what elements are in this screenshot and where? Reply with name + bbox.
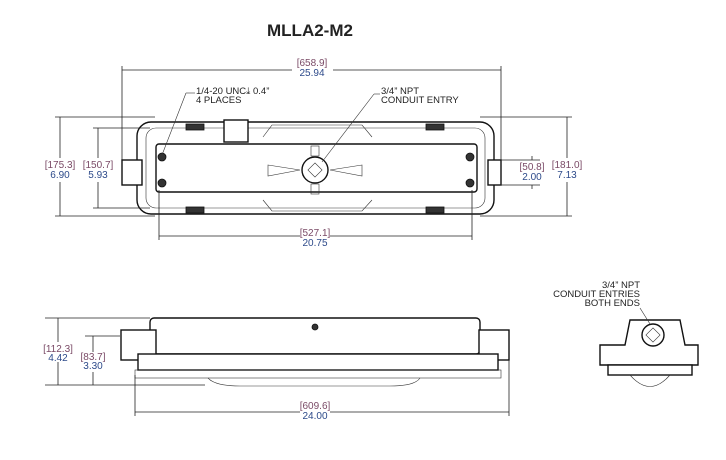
mount-note-line2: 4 PLACES (196, 95, 241, 106)
top-view: [658.9] 25.94 1/4-20 UNC⤓ 0.4” 4 PLACES … (45, 58, 583, 249)
end-note-line3: BOTH ENDS (585, 298, 640, 309)
end-note-line2: CONDUIT ENTRIES (553, 289, 640, 300)
conduit-note-line2: CONDUIT ENTRY (381, 95, 459, 106)
mount-spacing-mm: [527.1] (300, 228, 331, 239)
overall-width-mm: [175.3] (45, 160, 76, 171)
conduit-note-line1: 3/4” NPT (381, 86, 419, 97)
overall-height-mm: [112.3] (43, 344, 73, 355)
body-height-in: 3.30 (83, 361, 103, 372)
overall-width-in: 6.90 (50, 170, 70, 181)
bracket-width-mm: [181.0] (552, 160, 583, 171)
end-note-line1: 3/4” NPT (602, 280, 640, 291)
side-length-in: 24.00 (302, 411, 327, 422)
end-view: 3/4” NPT CONDUIT ENTRIES BOTH ENDS (553, 280, 699, 387)
mount-width-in: 2.00 (522, 172, 542, 183)
mount-spacing-in: 20.75 (302, 238, 327, 249)
side-view: [112.3] 4.42 [83.7] 3.30 [609.6] 24.00 (43, 317, 510, 422)
drawing-title: MLLA2-M2 (267, 21, 353, 40)
side-length-mm: [609.6] (300, 401, 331, 412)
overall-length-mm: [658.9] (297, 58, 328, 69)
body-height-mm: [83.7] (80, 352, 105, 363)
bracket-width-in: 7.13 (557, 170, 577, 181)
mount-width-mm: [50.8] (519, 162, 544, 173)
overall-height-in: 4.42 (48, 353, 68, 364)
overall-length-in: 25.94 (299, 68, 324, 79)
body-width-in: 5.93 (88, 170, 108, 181)
body-width-mm: [150.7] (83, 160, 114, 171)
mount-note-line1: 1/4-20 UNC⤓ 0.4” (196, 86, 269, 97)
